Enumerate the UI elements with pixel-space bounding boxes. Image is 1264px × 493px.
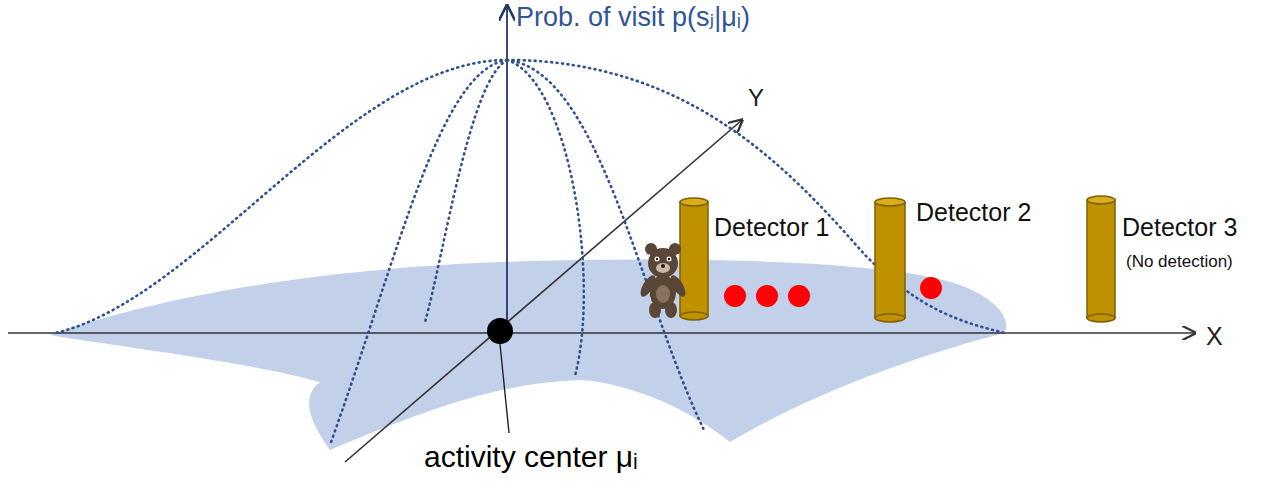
bear-icon — [638, 243, 689, 318]
surface-curve — [507, 60, 584, 376]
axis-label: Y — [748, 84, 764, 112]
axis-label: X — [1206, 322, 1223, 351]
surface-curve — [425, 60, 507, 322]
y-axis — [345, 120, 742, 462]
detector-label: Detector 1 — [714, 213, 829, 242]
surface-curve — [507, 60, 1005, 333]
detector-symbol — [1087, 196, 1115, 322]
probability-surface — [55, 60, 1005, 445]
axis-label: Prob. of visit p(sⱼ|μᵢ) — [516, 2, 750, 33]
detector-label: Detector 3 — [1122, 213, 1237, 242]
callout-label: activity center μᵢ — [424, 440, 638, 475]
note-label: (No detection) — [1126, 252, 1233, 272]
leader-line — [500, 344, 509, 433]
activity-center-dot — [487, 318, 513, 344]
probability-axis — [506, 6, 508, 330]
surface-curve — [55, 60, 507, 333]
x-axis — [8, 332, 1195, 334]
detection-dot — [724, 277, 942, 307]
surface-curve — [330, 60, 507, 445]
detector-symbol — [875, 198, 905, 322]
detector-label: Detector 2 — [916, 198, 1031, 227]
surface-curve — [507, 60, 705, 432]
detector-symbol — [680, 198, 708, 320]
ground-region — [50, 259, 1006, 450]
